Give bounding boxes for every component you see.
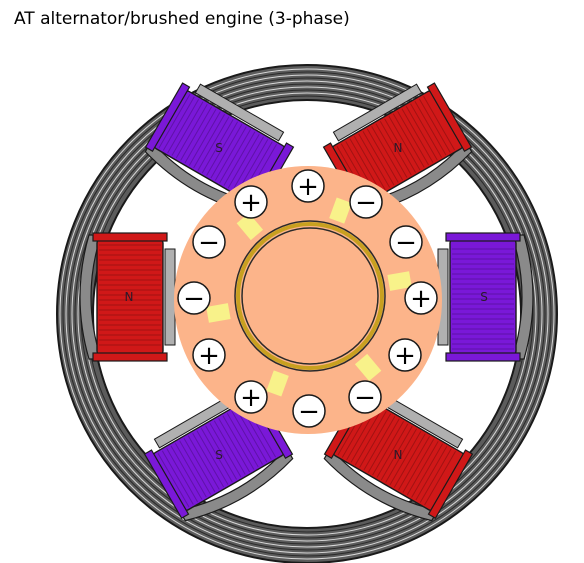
coil-sign: + <box>198 341 220 371</box>
diagram-title: AT alternator/brushed engine (3-phase) <box>14 9 350 29</box>
rotor-coil-4: + <box>404 281 438 315</box>
shaft <box>243 229 377 363</box>
shaft-ring <box>236 222 384 370</box>
rotor-slot <box>329 197 352 224</box>
rotor-coil-5: + <box>388 338 422 372</box>
rotor-coil-9: + <box>192 338 226 372</box>
field-pole-1: N <box>79 232 176 362</box>
rotor-slot <box>266 370 289 397</box>
pole-label: S <box>215 141 223 155</box>
coil-sign: − <box>354 383 376 413</box>
coil-sign: − <box>183 284 205 314</box>
shaft-ring-inner <box>241 227 379 365</box>
rotor-coil-10: − <box>177 281 211 315</box>
pole-label: S <box>480 290 488 304</box>
rotor-slot <box>236 212 264 241</box>
rotor-slot <box>387 271 412 291</box>
rotor-slot <box>206 303 231 323</box>
coil-sign: + <box>240 188 262 218</box>
pole-label: N <box>394 141 403 155</box>
coil-sign: + <box>410 284 432 314</box>
coil-sign: + <box>394 341 416 371</box>
pole-label: N <box>125 290 134 304</box>
coil-sign: − <box>298 397 320 427</box>
field-pole-2: S <box>437 232 534 362</box>
rotor-coil-11: − <box>192 225 226 259</box>
rotor-coil-7: − <box>292 394 326 428</box>
rotor-slot <box>354 353 382 382</box>
pole-label: S <box>215 448 223 462</box>
rotor-coil-2: − <box>349 185 383 219</box>
rotor-coil-6: − <box>348 380 382 414</box>
rotor-coil-1: + <box>291 169 325 203</box>
rotor-coil-12: + <box>234 185 268 219</box>
coil-sign: + <box>240 383 262 413</box>
rotor-coil-3: − <box>389 225 423 259</box>
rotor-coil-8: + <box>234 380 268 414</box>
coil-sign: − <box>198 228 220 258</box>
rotor <box>174 166 442 434</box>
coil-sign: − <box>355 188 377 218</box>
pole-label: N <box>394 448 403 462</box>
coil-sign: + <box>297 172 319 202</box>
coil-sign: − <box>395 228 417 258</box>
